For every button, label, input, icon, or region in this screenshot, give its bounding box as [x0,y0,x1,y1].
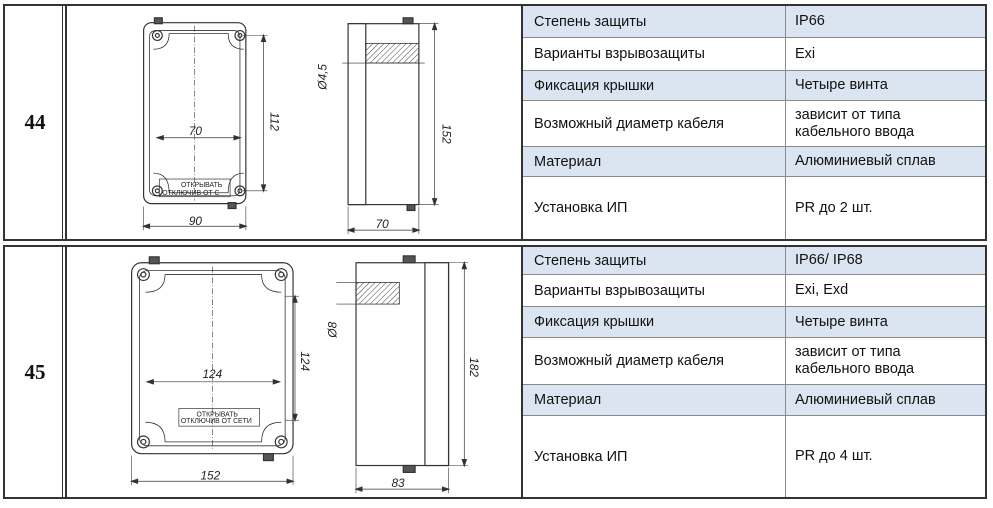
spec-row: Степень защиты IP66/ IP68 [523,247,985,275]
spec-label: Фиксация крышки [523,71,786,100]
dim-hole-diameter: Ø8 [325,321,339,338]
spec-label: Материал [523,147,786,176]
warning-label-line2: ОТКЛЮЧИВ ОТ С [162,190,219,197]
front-view [141,17,268,231]
spec-table: Степень защиты IP66 Варианты взрывозащит… [523,6,985,239]
spec-value: Алюминиевый сплав [795,153,936,169]
product-block-44: 44 [3,4,987,241]
dim-front-width: 90 [189,215,203,228]
spec-row: Материал Алюминиевый сплав [523,385,985,416]
product-block-45: 45 [3,245,987,499]
spec-label: Варианты взрывозащиты [523,38,786,70]
spec-label: Возможный диаметр кабеля [523,101,786,146]
product-number: 45 [5,247,67,497]
spec-label: Степень защиты [523,6,786,37]
spec-row: Установка ИП PR до 4 шт. [523,416,985,497]
enclosure-drawing-45: 124 152 124 ОТКРЫВАТЬ ОТКЛЮЧИВ ОТ СЕТИ [129,255,481,494]
spec-row: Возможный диаметр кабеля зависит от типа… [523,338,985,385]
dim-side-height: 182 [467,357,481,377]
spec-table: Степень защиты IP66/ IP68 Варианты взрыв… [523,247,985,497]
spec-value: IP66 [795,13,825,29]
spec-label: Степень защиты [523,247,786,274]
warning-label-line1: ОТКРЫВАТЬ [181,182,223,189]
spec-row: Фиксация крышки Четыре винта [523,71,985,101]
dim-front-width: 152 [201,468,221,482]
spec-row: Варианты взрывозащиты Exi [523,38,985,71]
spec-label: Установка ИП [523,416,786,497]
dim-inner-width: 124 [202,367,222,381]
spec-value: IP66/ IP68 [795,252,863,268]
dim-hole-diameter: Ø4,5 [316,64,329,91]
product-number: 44 [5,6,67,239]
spec-label: Варианты взрывозащиты [523,275,786,306]
front-view [129,256,299,486]
technical-drawing: 70 90 112 ОТКРЫВАТЬ ОТКЛЮЧИВ ОТ С [67,6,523,239]
dim-height: 124 [298,351,312,371]
spec-value: зависит от типа кабельного ввода [795,344,915,377]
spec-value: PR до 4 шт. [795,448,873,464]
spec-value: Exi, Exd [795,282,849,298]
spec-value: Четыре винта [795,313,888,330]
spec-row: Возможный диаметр кабеля зависит от типа… [523,101,985,147]
spec-value: Четыре винта [795,77,888,93]
spec-label: Установка ИП [523,177,786,239]
warning-label-line2: ОТКЛЮЧИВ ОТ СЕТИ [181,418,252,425]
side-view [336,255,469,494]
spec-label: Возможный диаметр кабеля [523,338,786,384]
spec-row: Фиксация крышки Четыре винта [523,307,985,338]
dim-side-depth: 70 [376,218,390,231]
spec-row: Степень защиты IP66 [523,6,985,38]
side-view [342,17,439,235]
spec-value: зависит от типа кабельного ввода [795,106,915,140]
spec-value: Exi [795,45,816,62]
spec-row: Установка ИП PR до 2 шт. [523,177,985,239]
spec-row: Варианты взрывозащиты Exi, Exd [523,275,985,307]
dim-side-height: 152 [439,124,452,144]
spec-label: Материал [523,385,786,415]
dim-inner-width: 70 [189,125,203,138]
dim-height: 112 [267,112,280,131]
technical-drawing: 124 152 124 ОТКРЫВАТЬ ОТКЛЮЧИВ ОТ СЕТИ [67,247,523,497]
spec-row: Материал Алюминиевый сплав [523,147,985,177]
spec-label: Фиксация крышки [523,307,786,337]
dim-side-depth: 83 [391,476,405,490]
spec-value: PR до 2 шт. [795,199,873,216]
warning-label-line1: ОТКРЫВАТЬ [197,411,239,418]
spec-value: Алюминиевый сплав [795,391,936,408]
enclosure-drawing-44: 70 90 112 ОТКРЫВАТЬ ОТКЛЮЧИВ ОТ С [141,17,452,235]
